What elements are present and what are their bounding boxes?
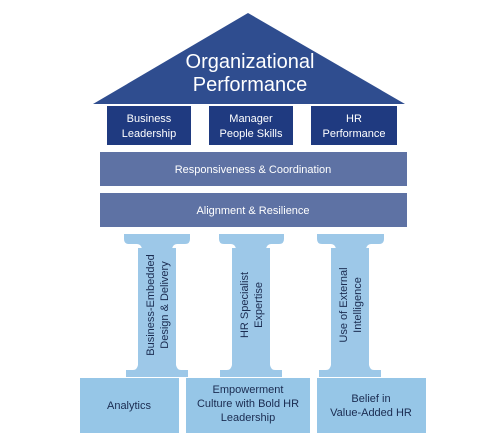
top-block-label-line1: Business — [127, 113, 172, 125]
roof-title-line1: Organizational — [186, 51, 315, 73]
pillar-label-line1: HR Specialist — [239, 272, 251, 338]
pillar-capital — [219, 234, 284, 249]
pillar-base — [126, 365, 188, 377]
foundation-label-line1: Belief in — [351, 393, 390, 405]
foundation-label-line2: Culture with Bold HR — [197, 398, 299, 410]
top-block-label-line2: People Skills — [220, 128, 283, 140]
foundation-label-line3: Leadership — [221, 412, 275, 424]
band-label: Responsiveness & Coordination — [175, 164, 332, 176]
roof — [93, 13, 405, 104]
pillar-base — [220, 365, 282, 377]
pillar-capital — [317, 234, 384, 249]
foundation-analytics — [80, 378, 179, 433]
pillar-hr-specialist: HR Specialist Expertise — [219, 234, 284, 377]
foundation-label-line1: Analytics — [107, 400, 152, 412]
pillar-label-line2: Expertise — [253, 282, 265, 328]
foundation-label-line1: Empowerment — [213, 384, 284, 396]
foundation-label-line2: Value-Added HR — [330, 407, 412, 419]
pillar-capital — [124, 234, 190, 249]
top-block-label-line2: Leadership — [122, 128, 176, 140]
band-alignment-resilience — [100, 193, 407, 227]
pillar-base — [319, 365, 381, 377]
pillar-business-embedded: Business-Embedded Design & Delivery — [124, 234, 190, 377]
pillar-shaft — [331, 248, 369, 366]
foundation-empowerment-culture — [186, 378, 310, 433]
top-block-business-leadership — [107, 106, 191, 145]
top-block-label-line1: Manager — [229, 113, 273, 125]
foundation-belief-value-added — [317, 378, 426, 433]
top-block-hr-performance — [311, 106, 397, 145]
pillar-external-intelligence: Use of External Intelligence — [317, 234, 384, 377]
pillar-label-line1: Use of External — [338, 267, 350, 342]
top-block-label-line1: HR — [346, 113, 362, 125]
band-responsiveness-coordination — [100, 152, 407, 186]
roof-title-line2: Performance — [193, 74, 308, 96]
pillar-label-line2: Design & Delivery — [159, 261, 171, 349]
pillar-label-line2: Intelligence — [352, 277, 364, 333]
top-block-label-line2: Performance — [323, 128, 386, 140]
band-label: Alignment & Resilience — [196, 205, 309, 217]
pillar-shaft — [138, 248, 176, 366]
pillar-shaft — [232, 248, 270, 366]
top-block-manager-people-skills — [209, 106, 293, 145]
pillar-label-line1: Business-Embedded — [145, 254, 157, 356]
